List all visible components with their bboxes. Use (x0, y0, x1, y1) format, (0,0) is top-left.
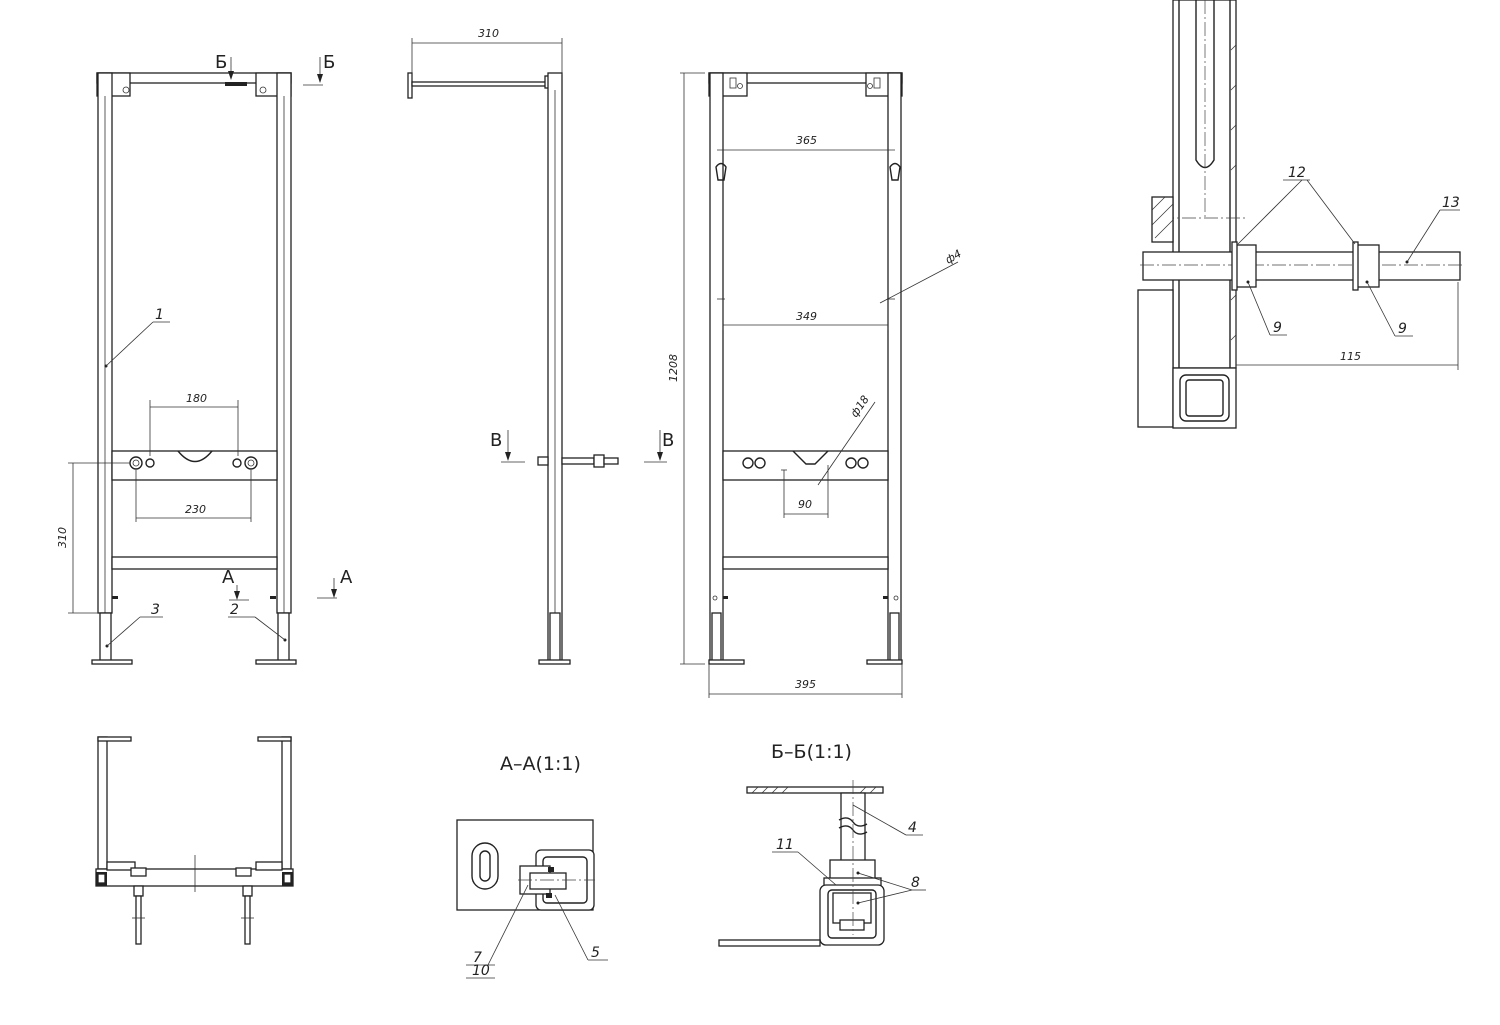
marker-b-left: Б (215, 52, 227, 73)
dim-rear-phi18: ф18 (848, 393, 872, 420)
marker-a-left: А (222, 567, 235, 588)
part-label-11: 11 (776, 837, 794, 853)
dim-rear-90: 90 (798, 498, 812, 511)
part-label-7: 7 (473, 950, 482, 966)
dim-rear-365: 365 (796, 134, 817, 147)
part-label-5: 5 (591, 945, 600, 961)
part-label-9-left: 9 (1273, 320, 1282, 336)
part-label-10: 10 (472, 963, 490, 979)
part-label-1: 1 (155, 307, 164, 323)
front-view (68, 57, 337, 665)
part-label-13: 13 (1442, 195, 1460, 211)
dim-rear-395: 395 (795, 678, 816, 691)
marker-v-left: В (490, 430, 502, 451)
section-aa-title: А–А(1:1) (500, 753, 581, 775)
rear-view (680, 72, 959, 698)
dim-side-top: 310 (478, 27, 499, 40)
dim-rear-1208: 1208 (667, 354, 680, 382)
marker-v-right: В (662, 430, 674, 451)
section-bb-view (718, 780, 926, 947)
dim-front-180: 180 (186, 392, 207, 405)
dim-front-230: 230 (185, 503, 206, 516)
dim-detail-115: 115 (1340, 350, 1361, 363)
section-aa-view (456, 819, 608, 979)
dim-rear-349: 349 (796, 310, 817, 323)
side-view (407, 38, 667, 665)
marker-a-right: А (340, 567, 353, 588)
part-label-12: 12 (1288, 165, 1306, 181)
dim-front-310: 310 (56, 527, 69, 548)
part-label-9-right: 9 (1398, 321, 1407, 337)
dim-rear-phi4: ф4 (943, 247, 964, 266)
part-label-8: 8 (911, 875, 920, 891)
plan-view (95, 736, 294, 945)
section-bb-title: Б–Б(1:1) (771, 741, 852, 763)
part-label-4: 4 (908, 820, 917, 836)
part-label-2: 2 (230, 602, 239, 618)
marker-b-right: Б (323, 52, 335, 73)
detail-view (1137, 0, 1465, 429)
part-label-3: 3 (151, 602, 160, 618)
labels: А–А(1:1) Б–Б(1:1) Б Б А А В В 310 180 23… (56, 27, 1460, 979)
